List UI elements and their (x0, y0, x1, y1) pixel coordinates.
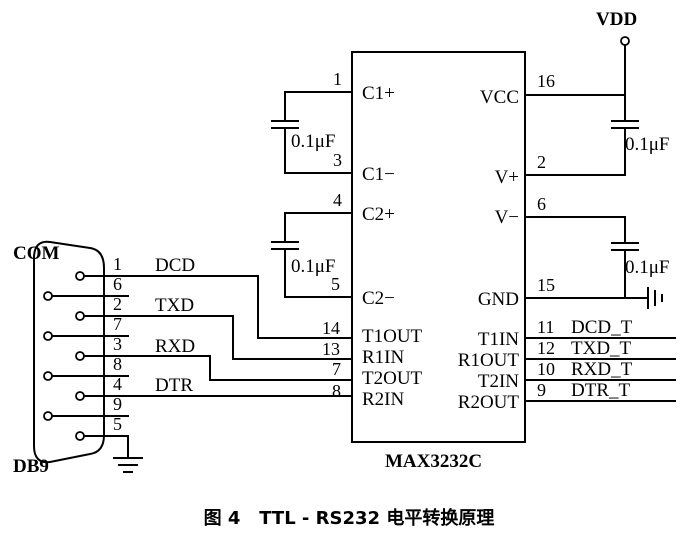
signal-dtr: DTR (155, 375, 193, 396)
pin-num-5: 5 (331, 274, 340, 294)
pin-name-r2in: R2IN (362, 389, 405, 410)
signal-rxd: RXD (155, 336, 195, 357)
pin-name-r1in: R1IN (362, 347, 405, 368)
db9-pin-9: 9 (113, 394, 122, 414)
pin-num-11: 11 (537, 317, 554, 337)
signal-dcd: DCD (155, 255, 195, 276)
pin-num-2: 2 (537, 152, 546, 172)
pin-name-vminus: V− (495, 207, 519, 228)
pin-num-8: 8 (332, 381, 341, 401)
pin-name-t2in: T2IN (478, 371, 519, 392)
pin-num-9: 9 (537, 380, 546, 400)
pin-name-c2p: C2+ (362, 204, 395, 225)
pin-name-vplus: V+ (495, 167, 519, 188)
signal-routing (209, 275, 353, 381)
db9-pin-3: 3 (113, 334, 122, 354)
pin-name-gnd: GND (478, 289, 519, 310)
pin-name-r2out: R2OUT (458, 392, 520, 413)
pin-num-10: 10 (537, 359, 555, 379)
vdd-terminal (620, 36, 630, 46)
capacitor-vminus (611, 242, 639, 259)
ground-icon-db9 (113, 435, 143, 473)
db9-pin-stubs (51, 275, 353, 437)
cap-label-vcc: 0.1μF (625, 134, 670, 155)
signal-dtr-t: DTR_T (571, 380, 631, 401)
db9-connector-shell (33, 240, 105, 464)
pin-num-15: 15 (537, 275, 555, 295)
pin-name-r1out: R1OUT (458, 350, 520, 371)
chip-body (351, 51, 526, 443)
pin-num-1: 1 (333, 69, 342, 89)
pin-name-vcc: VCC (480, 87, 519, 108)
cap-label-vminus: 0.1μF (625, 257, 670, 278)
pin-num-13: 13 (322, 339, 340, 359)
connector-com-label: COM (13, 243, 60, 264)
signal-txd-t: TXD_T (571, 338, 632, 359)
db9-pins (43, 271, 85, 441)
right-pin-wires (524, 44, 676, 402)
db9-pin-5: 5 (113, 414, 122, 434)
left-pin-stubs (284, 91, 353, 298)
connector-db9-label: DB9 (13, 456, 49, 477)
signal-txd: TXD (155, 295, 194, 316)
cap-label-c1: 0.1μF (291, 131, 336, 152)
pin-num-12: 12 (537, 338, 555, 358)
db9-pin-2: 2 (113, 294, 122, 314)
pin-num-7: 7 (332, 359, 341, 379)
capacitor-c1 (271, 91, 299, 174)
pin-num-14: 14 (322, 318, 340, 338)
db9-pin-7: 7 (113, 314, 122, 334)
pin-num-6: 6 (537, 194, 546, 214)
pin-name-t2out: T2OUT (362, 368, 423, 389)
pin-num-16: 16 (537, 71, 555, 91)
pin-name-c2m: C2− (362, 288, 395, 309)
signal-rxd-t: RXD_T (571, 359, 633, 380)
db9-pin-1: 1 (113, 254, 122, 274)
vdd-label: VDD (596, 9, 637, 30)
pin-name-t1out: T1OUT (362, 326, 423, 347)
pin-name-c1p: C1+ (362, 83, 395, 104)
pin-name-c1m: C1− (362, 164, 395, 185)
capacitor-vcc (611, 120, 639, 139)
db9-pin-6: 6 (113, 274, 122, 294)
ground-icon (647, 287, 663, 309)
signal-dcd-t: DCD_T (571, 317, 633, 338)
pin-num-3: 3 (333, 150, 342, 170)
figure-caption: 图 4 TTL - RS232 电平转换原理 (204, 507, 495, 529)
cap-label-c2: 0.1μF (291, 256, 336, 277)
db9-pin-8: 8 (113, 354, 122, 374)
chip-name: MAX3232C (385, 451, 482, 472)
db9-pin-4: 4 (113, 374, 122, 394)
pin-num-4: 4 (333, 190, 342, 210)
capacitor-c2 (271, 212, 299, 298)
pin-name-t1in: T1IN (478, 329, 519, 350)
